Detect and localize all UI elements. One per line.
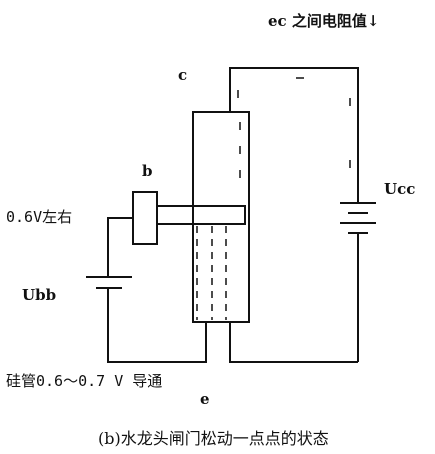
base-block bbox=[132, 191, 158, 245]
ucc-label: Ucc bbox=[384, 180, 415, 198]
emitter-label: e bbox=[200, 390, 210, 408]
gate-bar bbox=[156, 205, 246, 225]
base-wire bbox=[107, 217, 133, 277]
conduction-note: 硅管0.6～0.7 V 导通 bbox=[6, 372, 162, 390]
emitter-wire bbox=[229, 322, 358, 363]
base-return-wire bbox=[107, 288, 207, 363]
ubb-label: Ubb bbox=[22, 286, 56, 304]
figure-caption: (b)水龙头闸门松动一点点的状态 bbox=[98, 429, 329, 448]
collector-label: c bbox=[178, 66, 187, 84]
ec-resistance-note: ec 之间电阻值↓ bbox=[268, 12, 379, 30]
transistor-body bbox=[192, 111, 250, 323]
base-voltage-note: 0.6V左右 bbox=[6, 208, 72, 226]
base-label: b bbox=[142, 162, 153, 180]
collector-wire bbox=[229, 67, 359, 190]
